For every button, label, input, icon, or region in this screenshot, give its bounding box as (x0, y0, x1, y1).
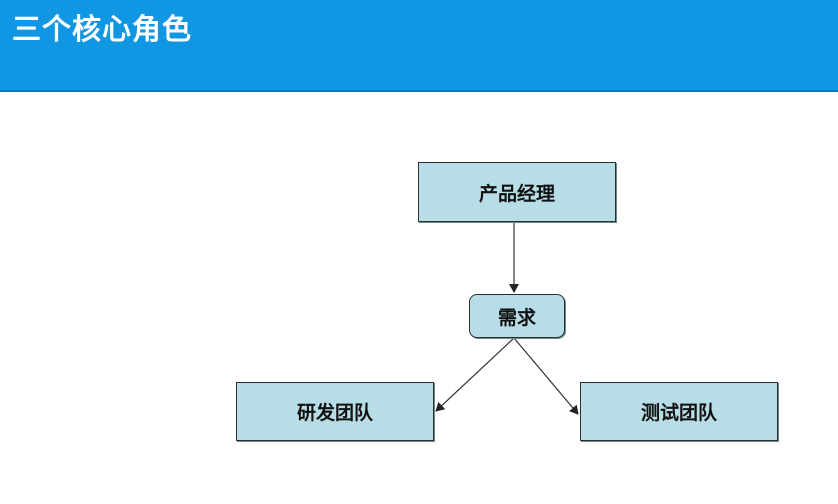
node-product-manager-label: 产品经理 (478, 182, 555, 205)
node-qa-team-label: 测试团队 (640, 402, 717, 424)
arrow-requirement-to-dev (435, 337, 515, 412)
node-qa-team: 测试团队 (580, 382, 778, 441)
slide-header: 三个核心角色 (0, 0, 838, 92)
node-dev-team-label: 研发团队 (296, 402, 373, 424)
node-dev-team: 研发团队 (236, 382, 434, 441)
arrow-requirement-to-qa (513, 337, 579, 415)
node-requirement-label: 需求 (497, 306, 536, 329)
node-requirement: 需求 (469, 294, 565, 338)
slide-title: 三个核心角色 (12, 12, 193, 46)
node-product-manager: 产品经理 (418, 162, 616, 222)
